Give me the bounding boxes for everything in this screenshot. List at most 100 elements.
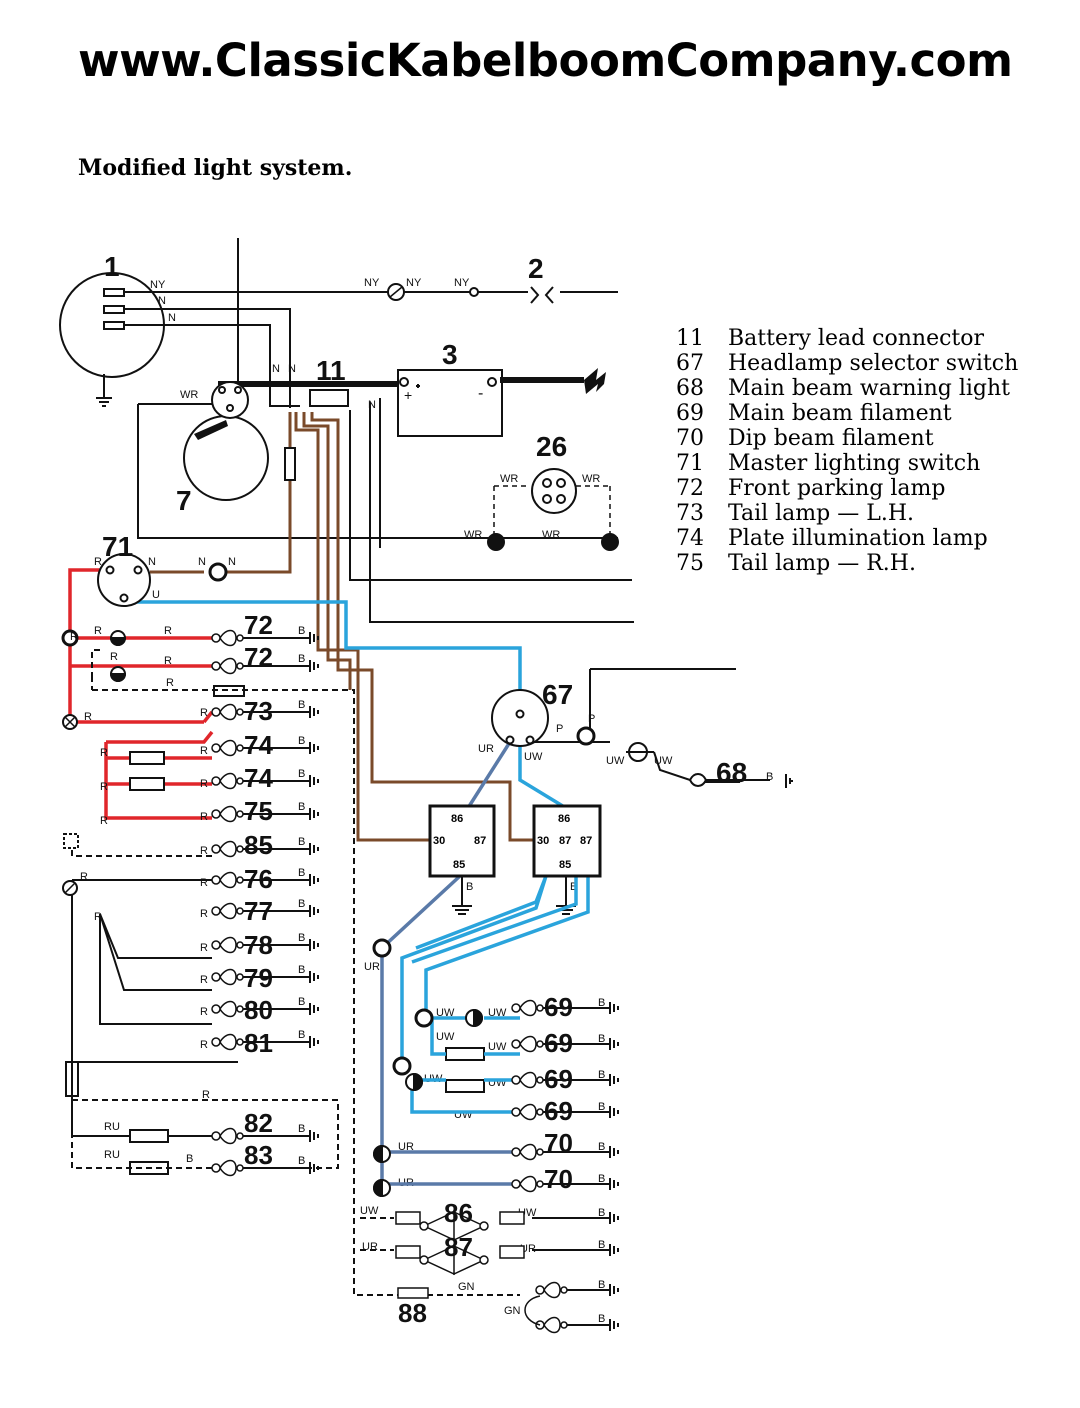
wire-code-r: R xyxy=(200,811,208,823)
wire-code-b: B xyxy=(598,1101,605,1113)
legend-row: 67 Headlamp selector switch xyxy=(676,351,1019,376)
wire-code-n: N xyxy=(288,363,296,375)
wire-code-b: B xyxy=(598,997,605,1009)
legend-label: Main beam warning light xyxy=(728,376,1010,401)
wire-code-b: B xyxy=(598,1207,605,1219)
lamp-number: 80 xyxy=(244,995,273,1025)
legend-label: Main beam filament xyxy=(728,401,952,426)
wire-code-b: B xyxy=(598,1033,605,1045)
wire-code-wr: WR xyxy=(500,473,518,485)
wire-code-r: R xyxy=(100,815,108,827)
lamp-symbols-left xyxy=(211,629,244,1177)
wire-code-r: R xyxy=(84,711,92,723)
legend-number: 67 xyxy=(676,351,704,376)
lamp-number: 79 xyxy=(244,963,273,993)
wire-code-r: R xyxy=(70,631,78,643)
lamp-symbols-right xyxy=(395,999,568,1334)
relay1-pin-86: 86 xyxy=(451,813,463,825)
wire-code-r: R xyxy=(200,745,208,757)
wire-code-uw: UW xyxy=(360,1205,379,1217)
wire-code-uw: UW xyxy=(436,1031,455,1043)
lamp-number: 69 xyxy=(544,992,573,1022)
legend-number: 71 xyxy=(676,451,704,476)
wire-code-u: U xyxy=(152,589,160,601)
lamp-number: 72 xyxy=(244,610,273,640)
lamp-wire-labels: R R R R R R R R R R R R R R R R R R R R … xyxy=(70,625,605,1325)
wire-code-r: R xyxy=(94,625,102,637)
legend-label: Headlamp selector switch xyxy=(728,351,1019,376)
relay-2: 86 30 87 87 85 xyxy=(532,804,602,878)
battery-plus: + xyxy=(404,387,412,403)
component-number: 68 xyxy=(716,757,747,788)
lamp-number: 70 xyxy=(544,1164,573,1194)
wire-code-b: B xyxy=(598,1141,605,1153)
wire-code-b: B xyxy=(570,881,577,893)
wire-code-ur: UR xyxy=(364,961,380,973)
wire-code-b: B xyxy=(298,867,305,879)
wire-code-uw: UW xyxy=(436,1007,455,1019)
lamp-number: 78 xyxy=(244,930,273,960)
resistor-icons xyxy=(129,685,485,1175)
lamp-number: 76 xyxy=(244,864,273,894)
legend-number: 74 xyxy=(676,526,704,551)
site-url-header: www.ClassicKabelboomCompany.com xyxy=(78,34,1013,87)
wire-code-b: B xyxy=(298,932,305,944)
lamp-number: 85 xyxy=(244,830,273,860)
wire-code-p: P xyxy=(556,723,563,735)
wire-code-r: R xyxy=(202,1089,210,1101)
wire-code-b: B xyxy=(298,653,305,665)
legend-number: 11 xyxy=(676,326,704,351)
wire-code-r: R xyxy=(200,707,208,719)
component-number: 71 xyxy=(102,531,133,562)
wire-code-b: B xyxy=(466,881,473,893)
wire-code-labels: NY N N NY NY NY WR N N N WR WR WR WR N N… xyxy=(94,277,773,1317)
wire-code-r: R xyxy=(200,877,208,889)
wire-code-ur: UR xyxy=(478,743,494,755)
wire-code-uw: UW xyxy=(654,755,673,767)
fuse-icon xyxy=(284,447,296,481)
starter-terminal-icon xyxy=(194,420,228,440)
lamp-number: 77 xyxy=(244,896,273,926)
wire-code-b: B xyxy=(598,1313,605,1325)
wire-code-r: R xyxy=(166,677,174,689)
wire-code-b: B xyxy=(598,1069,605,1081)
relay2-pin-87: 87 xyxy=(580,835,592,847)
wire-code-ny: NY xyxy=(150,279,166,291)
wire-code-b: B xyxy=(298,625,305,637)
wire-code-b: B xyxy=(298,996,305,1008)
lamp-number: 72 xyxy=(244,642,273,672)
legend-label: Front parking lamp xyxy=(728,476,946,501)
wire-code-n: N xyxy=(148,556,156,568)
wire-code-r: R xyxy=(200,845,208,857)
wire-code-b: B xyxy=(598,1239,605,1251)
wire-code-r: R xyxy=(200,974,208,986)
wire-code-r: R xyxy=(200,778,208,790)
connector-icon xyxy=(208,562,228,582)
lamp-number: 69 xyxy=(544,1096,573,1126)
wire-code-b: B xyxy=(298,1155,305,1167)
lamp-number: 82 xyxy=(244,1108,273,1138)
lamp-number: 69 xyxy=(544,1028,573,1058)
wire-code-ny: NY xyxy=(454,277,470,289)
wire-code-b: B xyxy=(766,771,773,783)
wire-code-r: R xyxy=(200,942,208,954)
wire-code-ur: UR xyxy=(398,1141,414,1153)
lamp-number: 87 xyxy=(444,1232,473,1262)
wire-code-ru: RU xyxy=(104,1121,120,1133)
legend-number: 72 xyxy=(676,476,704,501)
wire-code-r: R xyxy=(164,625,172,637)
wire-code-b: B xyxy=(298,898,305,910)
wire-code-r: R xyxy=(164,655,172,667)
ground-symbols-right xyxy=(609,773,740,1331)
legend-label: Dip beam filament xyxy=(728,426,934,451)
wire-code-r: R xyxy=(94,556,102,568)
wire-code-wr: WR xyxy=(180,389,198,401)
switch-bodies xyxy=(97,381,549,747)
